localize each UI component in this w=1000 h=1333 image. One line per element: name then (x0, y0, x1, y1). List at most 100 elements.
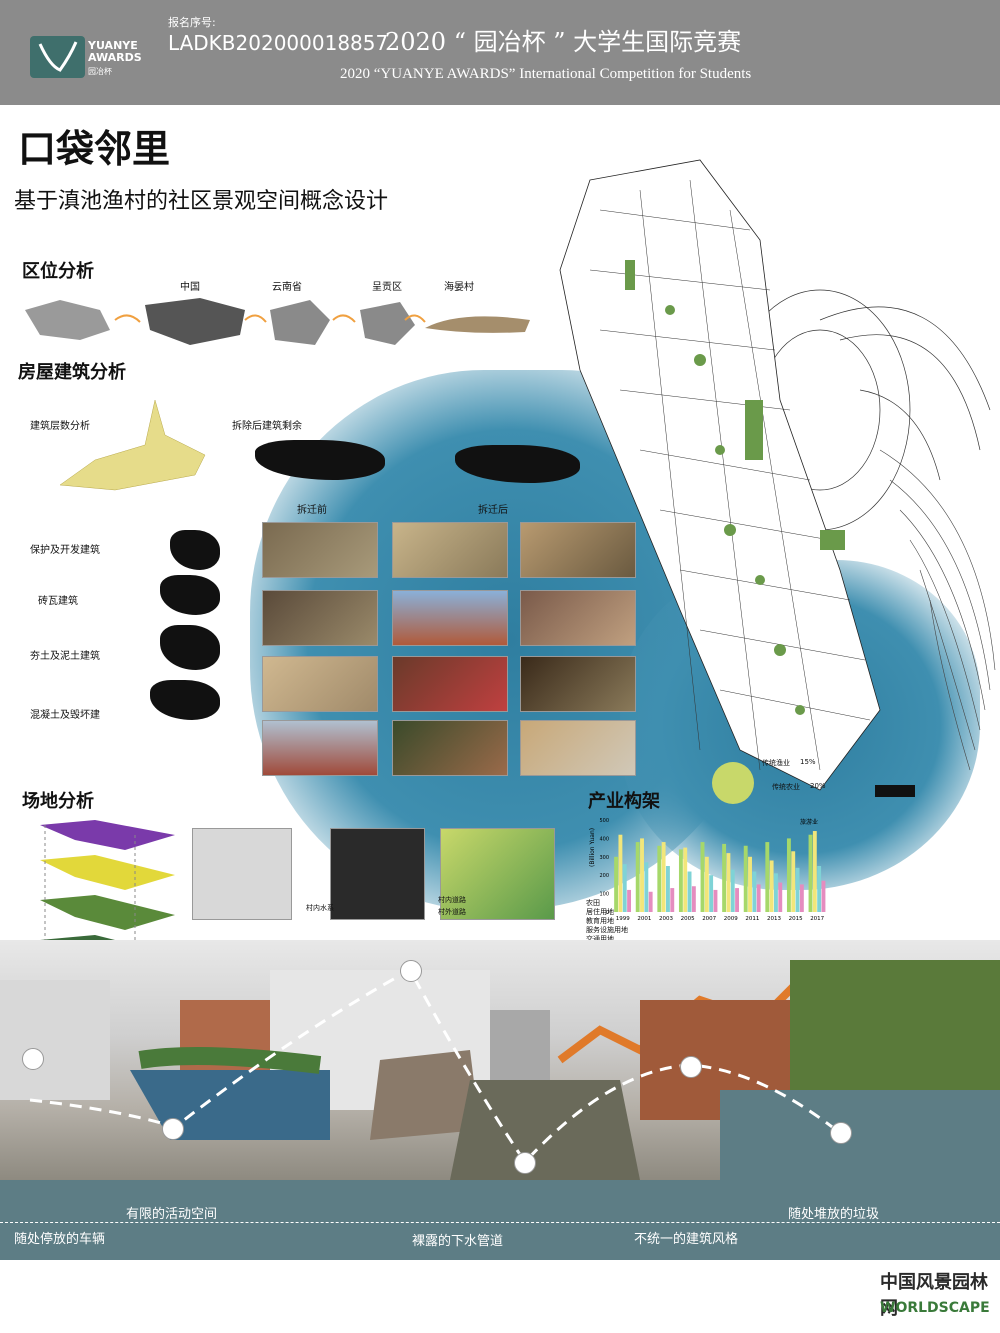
location-chenggong: 呈贡区 (372, 282, 402, 293)
chart-bar (821, 880, 826, 912)
chart-bar (812, 831, 817, 912)
street-panorama (0, 940, 1000, 1180)
building-heading: 房屋建筑分析 (18, 362, 126, 383)
chart-bar (735, 888, 740, 912)
landuse-education: 教育用地 (586, 917, 614, 925)
chart-bar (756, 884, 761, 912)
problem-cars: 随处停放的车辆 (14, 1232, 106, 1247)
chart-bar (648, 891, 653, 912)
photo-1 (262, 522, 378, 578)
industry-heading: 产业构架 (588, 791, 660, 812)
problem-space: 有限的活动空间 (126, 1207, 218, 1222)
chart-bar (791, 851, 796, 912)
water-system-label: 村内水系 (306, 904, 334, 912)
photo-7 (262, 656, 378, 712)
fishery-label: 传统渔业 (762, 759, 790, 767)
chart-ytick: 500 (599, 818, 609, 824)
brick-figure (160, 575, 220, 615)
chart-xtick: 2007 (702, 916, 716, 922)
chart-bar (713, 889, 718, 912)
chart-legend: 旅游业 (800, 818, 818, 826)
landuse-traffic: 交通用地 (586, 935, 614, 943)
chart-bar (661, 842, 666, 912)
marker-sewer (514, 1152, 536, 1174)
chart-ytick: 100 (599, 892, 609, 898)
chart-bar (627, 889, 632, 912)
chart-xtick: 1999 (616, 916, 630, 922)
chart-bar (799, 884, 804, 912)
earth-figure (160, 625, 220, 670)
chart-bar (670, 888, 675, 912)
problems-band (0, 1180, 1000, 1260)
floors-label: 建筑层数分析 (30, 421, 90, 432)
registration-label: 报名序号: (168, 16, 216, 29)
location-haiyan: 海晏村 (444, 282, 474, 293)
chart-xtick: 2005 (681, 916, 695, 922)
road-in-label: 村内道路 (438, 896, 466, 904)
chart-bar (786, 838, 791, 912)
chart-bar (752, 871, 757, 912)
village-map (520, 150, 1000, 810)
location-maps (25, 298, 530, 345)
photo-11 (392, 720, 508, 776)
chart-bar (622, 864, 627, 912)
chart-bar (817, 866, 822, 912)
landuse-residential: 居住用地 (586, 908, 614, 916)
chart-bar (700, 842, 705, 912)
chart-xtick: 2011 (745, 916, 759, 922)
chart-bar (644, 862, 649, 912)
chart-bar (687, 871, 692, 912)
building-type-protected: 保护及开发建筑 (30, 545, 100, 556)
marker-top (400, 960, 422, 982)
chart-bar (748, 856, 752, 912)
chart-bar (743, 845, 748, 912)
project-subtitle: 基于滇池渔村的社区景观空间概念设计 (14, 189, 389, 214)
chart-xtick: 2003 (659, 916, 673, 922)
marker-space (162, 1118, 184, 1140)
chart-bar (765, 842, 770, 912)
agri-pct: 20% (810, 782, 826, 790)
photo-12 (520, 720, 636, 776)
building-type-concrete: 混凝土及毁坏建 (30, 710, 100, 721)
chart-xtick: 2001 (637, 916, 651, 922)
header-bar: YUANYE AWARDS 园冶杯 报名序号: LADKB20200001885… (0, 0, 1000, 105)
concrete-figure (150, 680, 220, 720)
footer-logo-cn: 中国风景园林网 (880, 1272, 988, 1319)
marker-cars (22, 1048, 44, 1070)
chart-bar (709, 875, 714, 912)
chart-bar (808, 834, 813, 912)
footer-logo-en: WORLDSCAPE (880, 1300, 990, 1316)
photo-6 (520, 590, 636, 646)
chart-bar (618, 834, 623, 912)
chart-bar (778, 882, 783, 912)
remaining-map-before (255, 440, 385, 480)
chart-xtick: 2013 (767, 916, 781, 922)
chart-bar (640, 838, 644, 912)
competition-title-cn: 2020 “ 园冶杯 ” 大学生国际竞赛 (385, 28, 742, 56)
chart-bar (614, 856, 619, 912)
photo-3 (520, 522, 636, 578)
road-out-label: 村外道路 (438, 908, 466, 916)
road-map (330, 828, 425, 920)
registration-number: LADKB202000018857 (168, 31, 389, 55)
photo-5 (392, 590, 508, 646)
floors-map (59, 399, 206, 491)
fishery-pct: 15% (800, 758, 816, 766)
chart-bar (726, 853, 731, 912)
chart-bar (683, 847, 688, 912)
chart-ylabel: (Billion Yuan) (589, 828, 596, 867)
chart-bar (657, 845, 662, 912)
photo-8 (392, 656, 508, 712)
competition-title-en: 2020 “YUANYE AWARDS” International Compe… (340, 66, 752, 82)
protected-figure (170, 530, 220, 570)
problem-sewer: 裸露的下水管道 (412, 1234, 504, 1249)
building-type-brick: 砖瓦建筑 (38, 596, 78, 607)
chart-xtick: 2015 (789, 916, 803, 922)
agri-label: 传统农业 (772, 783, 800, 791)
project-title: 口袋邻里 (18, 127, 171, 171)
band-divider (0, 1222, 1000, 1223)
before-label: 拆迁前 (297, 505, 327, 516)
logo-cn: 园冶杯 (88, 67, 112, 76)
problem-trash: 随处堆放的垃圾 (788, 1207, 880, 1222)
